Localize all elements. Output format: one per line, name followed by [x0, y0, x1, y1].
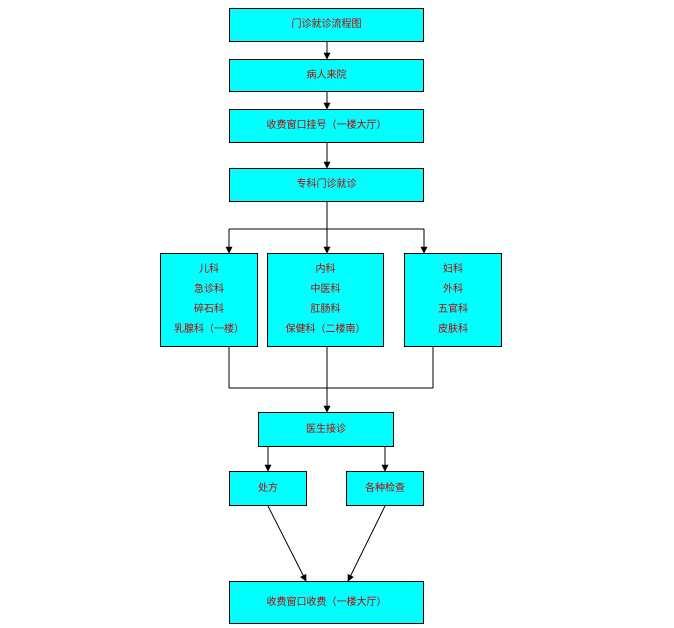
dept-item: 外科: [443, 284, 463, 295]
dept-item: 内科: [315, 264, 336, 275]
dept-item: 中医科: [310, 284, 341, 295]
node-dept-right: 妇科 外科 五官科 皮肤科: [404, 253, 502, 347]
node-examinations-label: 各种检查: [365, 482, 405, 494]
dept-item: 保健科（二楼南）: [285, 324, 366, 335]
node-registration: 收费窗口挂号（一楼大厅）: [229, 109, 424, 143]
dept-item: 乳腺科（一楼）: [174, 324, 244, 335]
node-specialist-clinic: 专科门诊就诊: [229, 168, 424, 202]
dept-item: 肛肠科: [310, 304, 341, 315]
node-patient-arrives: 病人来院: [229, 59, 424, 92]
arrow-prescription-to-payment: [267, 505, 307, 582]
flow-title: 门诊就诊流程图: [291, 19, 362, 30]
node-patient-arrives-label: 病人来院: [306, 69, 347, 81]
node-payment-label: 收费窗口收费（一楼大厅）: [266, 596, 387, 608]
dept-item: 急诊科: [194, 284, 224, 295]
node-registration-label: 收费窗口挂号（一楼大厅）: [266, 120, 387, 131]
dept-item: 碎石科: [194, 304, 224, 315]
node-doctor-consult: 医生接诊: [258, 412, 394, 447]
node-examinations: 各种检查: [346, 471, 424, 506]
node-prescription: 处方: [229, 471, 307, 506]
dept-item: 儿科: [199, 264, 219, 275]
dept-item: 妇科: [443, 264, 463, 275]
arrow-exams-to-payment: [347, 505, 386, 582]
node-prescription-label: 处方: [258, 482, 278, 494]
dept-item: 皮肤科: [438, 324, 468, 335]
node-payment: 收费窗口收费（一楼大厅）: [229, 581, 424, 624]
node-dept-center: 内科 中医科 肛肠科 保健科（二楼南）: [267, 253, 384, 347]
node-doctor-consult-label: 医生接诊: [306, 423, 346, 435]
dept-item: 五官科: [438, 304, 468, 315]
node-specialist-clinic-label: 专科门诊就诊: [296, 179, 357, 190]
node-dept-left: 儿科 急诊科 碎石科 乳腺科（一楼）: [160, 253, 258, 347]
flow-title-box: 门诊就诊流程图: [229, 8, 424, 42]
